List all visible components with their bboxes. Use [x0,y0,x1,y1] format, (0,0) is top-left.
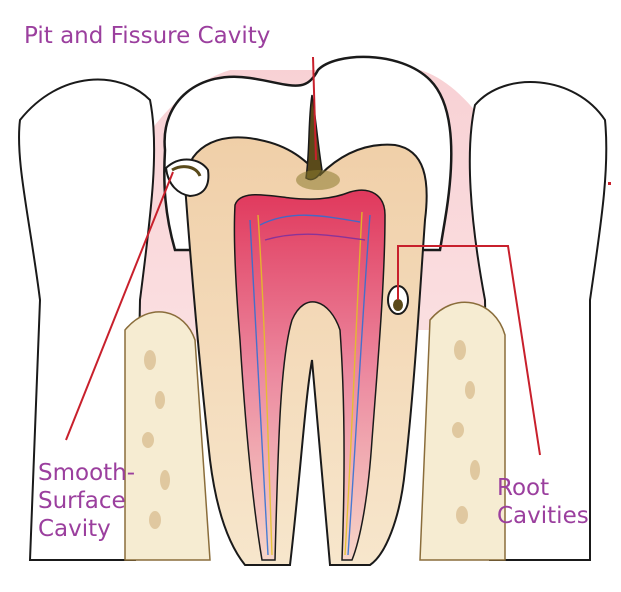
stray-mark [608,182,611,185]
root-cavity-leader [397,245,541,456]
pulp-vessels [249,211,371,556]
root-cavities-label: Root Cavities [497,474,589,530]
pulp [233,189,386,561]
pit-fissure-label: Pit and Fissure Cavity [24,23,271,49]
smooth-surface-label-line-3: Cavity [38,516,111,542]
smooth-surface-label-line-2: Surface [38,488,126,514]
pit-fissure-leader [312,56,317,161]
bone-texture [142,340,480,529]
smooth-surface-stain [171,165,202,177]
smooth-surface-leader [65,171,174,441]
left-neighbor-tooth [18,78,156,561]
smooth-surface-label: Smooth- Surface Cavity [38,459,135,543]
left-bone [124,311,211,561]
smooth-surface-label-line-1: Smooth- [38,460,136,486]
root-cavities-label-line-1: Root [497,475,550,501]
fissure-stain [296,170,340,190]
root-cavities-label-line-2: Cavities [497,503,589,529]
root-cavity-stain [393,299,403,311]
